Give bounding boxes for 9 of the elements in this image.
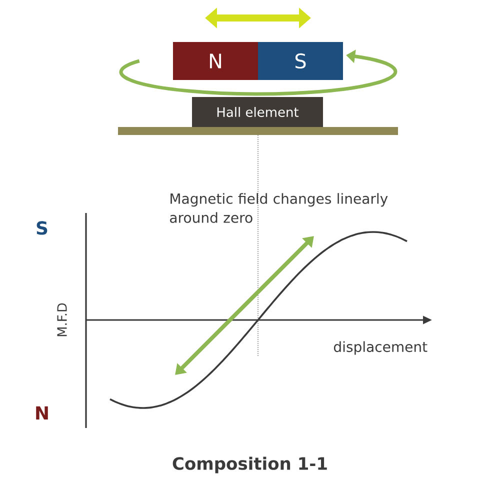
annotation-text: Magnetic field changes linearly around zero: [170, 193, 388, 223]
magnet-pole-box: S: [258, 42, 343, 80]
pole-letter: N: [36, 406, 48, 420]
magnet-pole-box: N: [173, 42, 258, 80]
pole-letter: S: [36, 221, 48, 235]
axis-label: M.F.D: [57, 303, 67, 336]
axis-label: displacement: [334, 341, 428, 355]
hall-sensor-box: Hall element: [192, 97, 323, 127]
caption: Composition 1-1: [172, 456, 327, 474]
